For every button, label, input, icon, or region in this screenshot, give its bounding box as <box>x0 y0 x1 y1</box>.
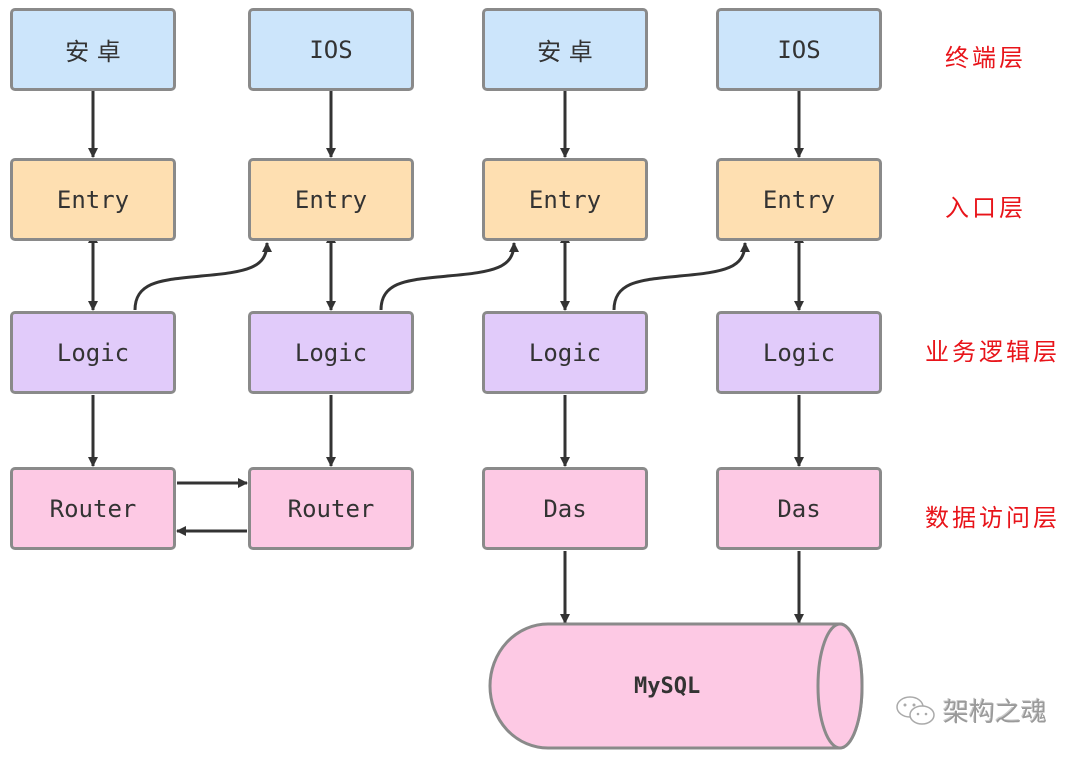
terminal-node-ios-4: IOS <box>716 8 882 91</box>
mysql-label: MySQL <box>634 674 701 699</box>
terminal-node-安卓-1: 安 卓 <box>10 8 176 91</box>
data-node-router-1: Router <box>10 467 176 550</box>
data-node-das-3: Das <box>482 467 648 550</box>
entry-node-entry-2: Entry <box>248 158 414 241</box>
entry-node-entry-3: Entry <box>482 158 648 241</box>
logic-node-logic-2: Logic <box>248 311 414 394</box>
logic-node-logic-3: Logic <box>482 311 648 394</box>
terminal-node-ios-2: IOS <box>248 8 414 91</box>
terminal-node-安卓-3: 安 卓 <box>482 8 648 91</box>
mysql-database <box>488 622 864 750</box>
layer-label-entry: 入口层 <box>945 194 1026 222</box>
arrow-logic-to-next-entry-1 <box>133 242 272 311</box>
logic-node-logic-4: Logic <box>716 311 882 394</box>
layer-label-logic: 业务逻辑层 <box>925 338 1060 366</box>
arrow-logic-to-next-entry-3 <box>612 242 750 311</box>
entry-node-entry-4: Entry <box>716 158 882 241</box>
wechat-icon <box>896 695 935 725</box>
watermark: 架构之魂 <box>895 692 1047 729</box>
data-node-router-2: Router <box>248 467 414 550</box>
watermark-text: 架构之魂 <box>943 698 1048 728</box>
layer-label-terminal: 终端层 <box>945 44 1026 72</box>
layer-label-data-access: 数据访问层 <box>925 504 1060 532</box>
logic-node-logic-1: Logic <box>10 311 176 394</box>
arrow-logic-to-next-entry-2 <box>379 242 519 311</box>
data-node-das-4: Das <box>716 467 882 550</box>
entry-node-entry-1: Entry <box>10 158 176 241</box>
